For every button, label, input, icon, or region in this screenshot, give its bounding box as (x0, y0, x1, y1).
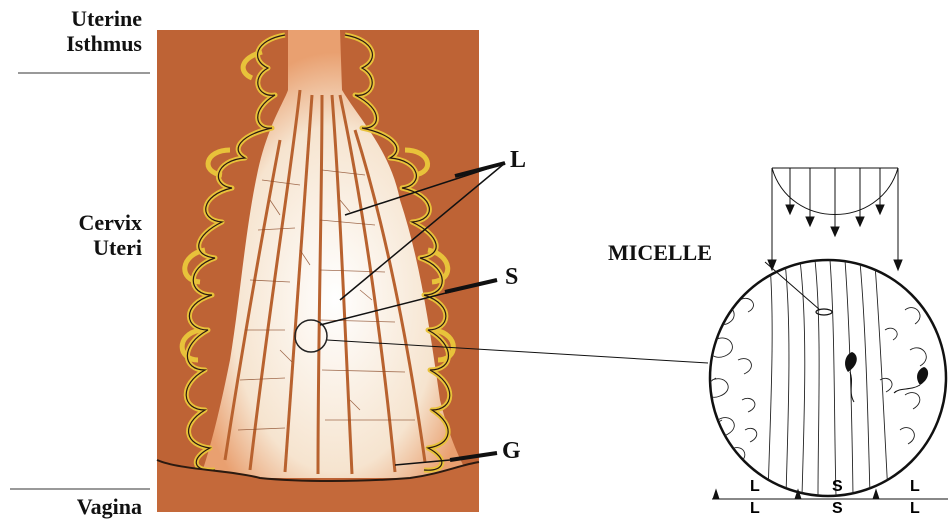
scale-top-L1: L (750, 478, 760, 496)
scale-top-L2: L (910, 478, 920, 496)
label-L: L (510, 147, 526, 174)
label-S: S (505, 264, 518, 291)
scale-bottom-L2: L (910, 500, 920, 518)
scale-top-S: S (832, 478, 843, 496)
flow-arrows (768, 168, 902, 270)
label-G: G (502, 438, 521, 465)
label-micelle: MICELLE (608, 240, 712, 266)
scale-bottom-L1: L (750, 500, 760, 518)
scale-bottom-S: S (832, 500, 843, 518)
micelle-magnification (706, 260, 946, 496)
